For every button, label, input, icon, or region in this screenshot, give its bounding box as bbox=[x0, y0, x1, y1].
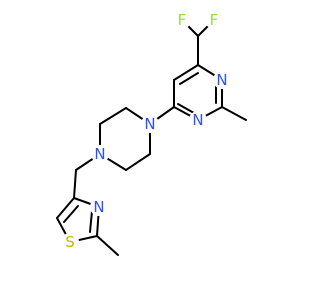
bond-c5-c6-double bbox=[179, 72, 199, 85]
npyr2-bg bbox=[189, 111, 207, 129]
npyr1-bg bbox=[213, 71, 231, 89]
structure-diagram: F F N N N N N S bbox=[56, 11, 247, 256]
bond-pip-5 bbox=[125, 153, 151, 171]
bond-pip-2 bbox=[99, 107, 127, 125]
nitrogen-atom-label: N bbox=[192, 111, 203, 129]
bond-n3-c4-double bbox=[177, 103, 195, 114]
nitrogen-atom-label: N bbox=[94, 145, 105, 163]
f2-bg bbox=[205, 11, 223, 29]
bond-c4thz-c5thz bbox=[56, 197, 75, 219]
bond-ch2-c4thz bbox=[73, 169, 77, 199]
nthz-bg bbox=[90, 198, 108, 216]
molecule-canvas: F F N N N N N S bbox=[56, 11, 247, 256]
fluorine-atom-label: F bbox=[178, 11, 187, 29]
nitrogen-atom-label: N bbox=[93, 198, 104, 216]
fluorine-atom-label: F bbox=[210, 11, 219, 29]
bond-c4thz-c5thz-double bbox=[63, 205, 79, 223]
bonds bbox=[56, 19, 247, 256]
bond-c2-methyl bbox=[221, 106, 247, 121]
bond-c2thz-n3thz-double bbox=[89, 210, 93, 233]
sulfur-atom-label: S bbox=[65, 233, 75, 251]
bond-c2thz-methyl bbox=[96, 235, 119, 256]
nitrogen-atom-label: N bbox=[144, 115, 155, 133]
bond-c5-c6 bbox=[173, 64, 199, 81]
s-bg bbox=[61, 233, 79, 251]
npip1-bg bbox=[141, 115, 159, 133]
atom-labels: F F N N N N N S bbox=[61, 11, 231, 251]
npip2-bg bbox=[91, 145, 109, 163]
f1-bg bbox=[173, 11, 191, 29]
nitrogen-atom-label: N bbox=[216, 71, 227, 89]
